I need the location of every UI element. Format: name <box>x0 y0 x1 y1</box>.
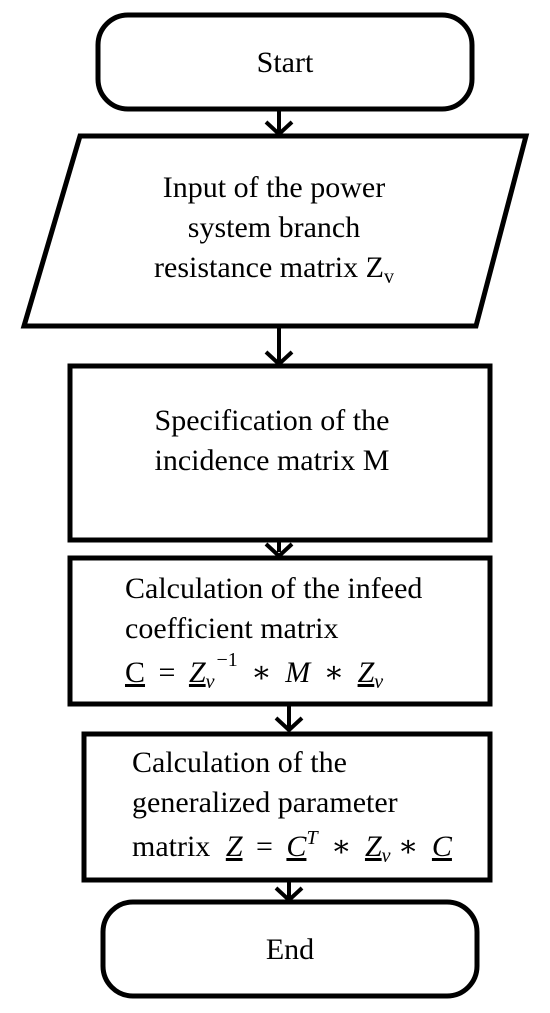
end-label: End <box>266 933 314 966</box>
generalized-line-1: Calculation of the <box>132 746 347 779</box>
input-line-2: system branch <box>188 211 360 244</box>
infeed-node: Calculation of the infeed coefficient ma… <box>67 555 493 707</box>
arrow-generalized-to-end <box>274 880 304 903</box>
infeed-line-1: Calculation of the infeed <box>125 572 422 605</box>
arrow-input-to-specification <box>264 326 294 367</box>
arrow-start-to-input <box>264 109 294 137</box>
infeed-formula: C = Zv−1 ∗ M ∗ Zv <box>125 640 383 693</box>
generalized-formula: matrix Z = CT ∗ Zv ∗ C <box>132 818 453 869</box>
specification-line-1: Specification of the <box>155 404 390 437</box>
specification-line-2: incidence matrix M <box>155 444 390 477</box>
generalized-node: Calculation of the generalized parameter… <box>81 731 493 883</box>
start-node: Start <box>95 12 475 112</box>
input-node: Input of the power system branch resista… <box>20 133 530 329</box>
generalized-line-2: generalized parameter <box>132 786 398 819</box>
input-line-1: Input of the power <box>163 171 385 204</box>
arrow-infeed-to-generalized <box>274 704 304 733</box>
input-line-3: resistance matrix Zv <box>154 251 394 288</box>
end-node: End <box>100 899 480 999</box>
specification-node: Specification of the incidence matrix M <box>67 363 493 543</box>
start-label: Start <box>257 46 314 79</box>
infeed-line-2: coefficient matrix <box>125 612 339 645</box>
